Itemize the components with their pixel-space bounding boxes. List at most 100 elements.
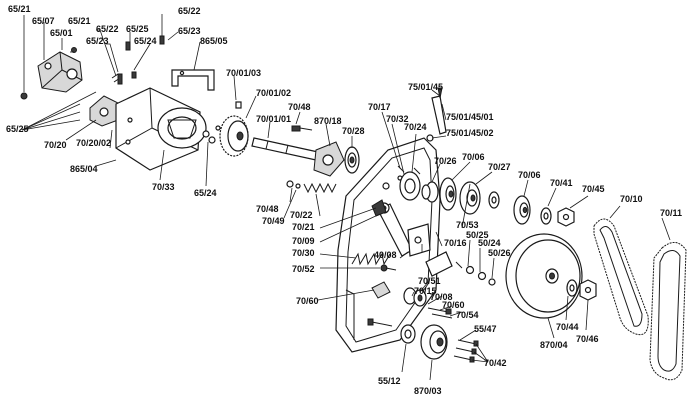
part-small-screws: [20, 35, 165, 100]
label-870-18: 870/18: [314, 116, 342, 126]
part-coupling: [421, 181, 439, 203]
part-bush: [400, 324, 416, 344]
label-50-24: 50/24: [478, 238, 501, 248]
label-70-06-b: 70/06: [518, 170, 541, 180]
label-70-41: 70/41: [550, 178, 573, 188]
label-70-20: 70/20: [44, 140, 67, 150]
part-gear-wheel: [219, 101, 249, 157]
part-screw-top: [291, 125, 313, 132]
label-865-04: 865/04: [70, 164, 98, 174]
label-70-20-02: 70/20/02: [76, 138, 111, 148]
parts-layer: [20, 35, 687, 381]
part-bearing-housing: [313, 141, 345, 177]
label-70-30: 70/30: [292, 248, 315, 258]
label-50-26: 50/26: [488, 248, 511, 258]
label-65-23-a: 65/23: [86, 36, 109, 46]
part-screw-70-52: [380, 264, 397, 272]
part-pulley-b: [459, 181, 481, 215]
label-70-17: 70/17: [368, 102, 391, 112]
label-40-08: 40/08: [374, 250, 397, 260]
label-55-12: 55/12: [378, 376, 401, 386]
label-70-06-a: 70/06: [462, 152, 485, 162]
label-50-25: 50/25: [466, 230, 489, 240]
label-870-04: 870/04: [540, 340, 568, 350]
label-65-21-mid: 65/21: [68, 16, 91, 26]
part-labels: 65/21 65/07 65/21 65/01 65/22 65/23 65/2…: [6, 4, 682, 396]
label-70-52: 70/52: [292, 264, 315, 274]
part-screw-bottom: [367, 318, 393, 327]
part-screws-70-42: [453, 339, 479, 363]
part-drive-pulley: [157, 107, 207, 149]
part-washer-70-41: [540, 207, 552, 225]
label-65-01: 65/01: [50, 28, 73, 38]
label-70-15: 70/15: [414, 286, 437, 296]
label-65-22-b: 65/22: [178, 6, 201, 16]
label-865-05: 865/05: [200, 36, 228, 46]
part-bolts: [427, 307, 453, 319]
part-spring-long: [351, 252, 391, 266]
label-70-60: 70/60: [296, 296, 319, 306]
label-70-49: 70/49: [262, 216, 285, 226]
label-65-07: 65/07: [32, 16, 55, 26]
label-70-27: 70/27: [488, 162, 511, 172]
label-65-23-b: 65/23: [178, 26, 201, 36]
label-70-01-03: 70/01/03: [226, 68, 261, 78]
part-nut-70-45: [557, 207, 575, 227]
part-large-pulley: [505, 233, 583, 319]
label-65-25-a: 65/25: [126, 24, 149, 34]
leader-lines: [21, 14, 671, 381]
label-70-44: 70/44: [556, 322, 579, 332]
part-small-pulley: [420, 324, 448, 360]
part-bracket: [171, 69, 215, 91]
label-70-11: 70/11: [660, 208, 682, 218]
label-70-45: 70/45: [582, 184, 605, 194]
label-70-48-mid: 70/48: [256, 204, 279, 214]
label-70-28: 70/28: [342, 126, 365, 136]
label-55-47: 55/47: [474, 324, 497, 334]
label-65-21-top: 65/21: [8, 4, 31, 14]
label-65-22-a: 65/22: [96, 24, 119, 34]
part-shaft: [251, 137, 319, 161]
part-belt-a: [593, 218, 649, 336]
part-small-block: [371, 281, 391, 299]
part-pulley-c: [513, 195, 531, 225]
label-70-60-b: 70/60: [442, 300, 465, 310]
label-70-01-01: 70/01/01: [256, 114, 291, 124]
label-65-24-b: 65/24: [194, 188, 217, 198]
part-washer-70-44: [566, 279, 578, 297]
part-washers: [202, 125, 221, 144]
part-nut-70-46: [579, 279, 597, 301]
label-70-09: 70/09: [292, 236, 315, 246]
label-70-16: 70/16: [444, 238, 467, 248]
label-70-48-top: 70/48: [288, 102, 311, 112]
label-70-46: 70/46: [576, 334, 599, 344]
label-70-10: 70/10: [620, 194, 643, 204]
part-pulley-a: [439, 177, 457, 211]
label-70-33: 70/33: [152, 182, 175, 192]
part-cam-block: [371, 199, 387, 217]
label-70-26: 70/26: [434, 156, 457, 166]
label-65-24-a: 65/24: [134, 36, 157, 46]
label-70-53: 70/53: [456, 220, 479, 230]
label-70-21: 70/21: [292, 222, 315, 232]
part-washer-70-27: [488, 191, 500, 209]
label-65-25-b: 65/25: [6, 124, 29, 134]
label-75-01-45-02: 75/01/45/02: [446, 128, 494, 138]
label-70-42: 70/42: [484, 358, 507, 368]
label-70-32: 70/32: [386, 114, 409, 124]
part-bearing: [344, 146, 360, 174]
part-inner-gear: [397, 165, 421, 201]
label-75-01-45-01: 75/01/45/01: [446, 112, 494, 122]
part-rod: [431, 87, 447, 135]
part-roller: [403, 287, 427, 307]
label-70-54: 70/54: [456, 310, 479, 320]
label-70-51: 70/51: [418, 276, 441, 286]
part-spring: [286, 180, 337, 194]
part-washers-50: [455, 261, 496, 286]
label-70-24: 70/24: [404, 122, 427, 132]
part-belt-b: [649, 242, 687, 381]
part-clamp: [407, 223, 453, 277]
label-75-01-45: 75/01/45: [408, 82, 443, 92]
